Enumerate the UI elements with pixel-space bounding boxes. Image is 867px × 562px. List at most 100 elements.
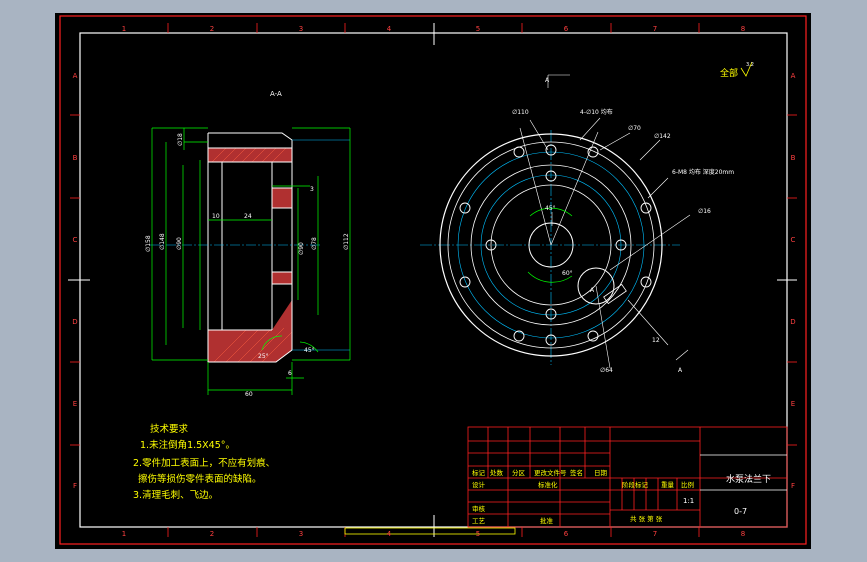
tb-zone: 分区 [512,468,526,477]
tb-scale: 比例 [681,480,694,489]
bolt-hole [545,144,557,156]
section-view: ∅18 ∅158 ∅148 ∅90 ∅78 ∅112 3 10 24 60 6 … [145,127,351,398]
zone-bottom-5: 5 [476,530,480,538]
dim-l60: 60 [245,391,253,398]
inner-hole [545,170,557,182]
zone-left-F: F [73,482,77,490]
dim-d70: ∅70 [628,125,641,132]
zone-left-E: E [73,400,77,408]
drawing-scale: 1:1 [683,497,694,505]
dim-l24: 24 [244,213,252,220]
dim-d18: ∅18 [177,133,184,146]
dim-d64: ∅64 [600,367,613,374]
front-view: ∅110 4-∅10 均布 ∅70 ∅142 6-M8 均布 深度20mm ∅1… [420,61,754,374]
bolt-hole [459,276,471,288]
tech-requirement-3: 擦伤等损伤零件表面的缺陷。 [138,473,262,485]
roughness-label: 全部 [720,67,738,79]
bolt-hole [459,202,471,214]
inner-pitch-circle [480,174,622,316]
tech-requirement-4: 3.清理毛刺、飞边。 [133,489,218,501]
dim-d90-inner: ∅90 [298,242,305,255]
zone-left-B: B [73,154,78,162]
dim-l3: 3 [310,186,314,193]
bore-circle [528,222,574,268]
port-slot [603,283,627,305]
zone-labels: 1 2 3 4 5 6 7 8 1 2 3 4 5 6 7 8 A B C D … [72,25,795,538]
dim-ang45: 45° [545,205,556,212]
dim-ang60: 60° [562,270,573,277]
tech-requirements: 技术要求 1.未注倒角1.5X45°。 2.零件加工表面上，不应有划痕、 擦伤等… [133,423,275,501]
tb-count: 处数 [490,468,504,477]
zone-left-A: A [73,72,78,80]
zone-bottom-4: 4 [387,530,392,538]
dim-d148: ∅148 [159,233,166,250]
section-dimension-lines [151,127,351,395]
zone-bottom-8: 8 [741,530,745,538]
roughness-symbol: 全部 3.2 [720,61,754,79]
zone-top-3: 3 [299,25,303,33]
angle-arcs [527,207,573,283]
dim-d112: ∅112 [343,233,350,250]
zone-top-5: 5 [476,25,480,33]
tb-mark: 标记 [472,468,486,477]
zone-left-D: D [72,318,77,326]
inner-hole [545,308,557,320]
section-marker-bottom: A [678,367,683,374]
dim-d158: ∅158 [145,235,152,252]
zone-top-6: 6 [564,25,569,33]
centering-marks [68,23,797,537]
zone-right-E: E [791,400,795,408]
leader-lines [519,74,691,369]
dim-d90: ∅90 [176,237,183,250]
bolt-hole [640,202,652,214]
dim-ang45: 45° [304,347,315,354]
tb-stage: 阶段标记 [622,480,649,489]
zone-right-B: B [791,154,796,162]
paper-background [55,13,811,549]
bolt-hole [513,330,525,342]
zone-top-7: 7 [653,25,657,33]
dim-d110: ∅110 [512,109,529,116]
tb-design: 设计 [472,480,486,489]
dim-d16: ∅16 [698,208,711,215]
bottom-ruler [344,527,516,535]
dim-holes6: 6-M8 均布 深度20mm [672,168,734,176]
port-circle [577,267,615,305]
tb-standardize: 标准化 [538,480,558,489]
bolt-hole [640,276,652,288]
tb-approve: 批准 [540,516,554,525]
bolt-pitch-circle [457,151,645,339]
flange-circle-2 [447,141,655,349]
bolt-hole [587,330,599,342]
bolt-hole [545,334,557,346]
tb-review: 审核 [472,504,486,513]
zone-bottom-3: 3 [299,530,303,538]
drawing-code: 0-7 [734,507,747,516]
zone-left-C: C [73,236,78,244]
roughness-value: 3.2 [746,62,754,68]
zone-right-D: D [790,318,795,326]
zone-right-F: F [791,482,795,490]
zone-top-1: 1 [122,25,126,33]
tb-sheets: 共 张 第 张 [630,514,663,523]
dim-l12: 12 [652,337,660,344]
tb-signature: 签名 [570,468,583,477]
sheet-outer-border [59,15,807,545]
dim-l6: 6 [288,370,292,377]
tech-requirement-2: 2.零件加工表面上，不应有划痕、 [133,457,275,469]
zone-right-A: A [791,72,796,80]
zone-bottom-1: 1 [122,530,126,538]
dim-l10: 10 [212,213,220,220]
dim-d142: ∅142 [654,133,671,140]
flange-outer-circle [439,133,663,357]
tech-requirement-1: 1.未注倒角1.5X45°。 [140,439,235,451]
flange-circle-3 [470,164,632,326]
drawing-title: 水泵法兰下 [726,473,771,485]
inner-hole [615,239,627,251]
section-label: A-A [270,90,282,98]
dim-d78: ∅78 [311,237,318,250]
zone-top-4: 4 [387,25,392,33]
inner-hole [485,239,497,251]
zone-top-2: 2 [210,25,214,33]
